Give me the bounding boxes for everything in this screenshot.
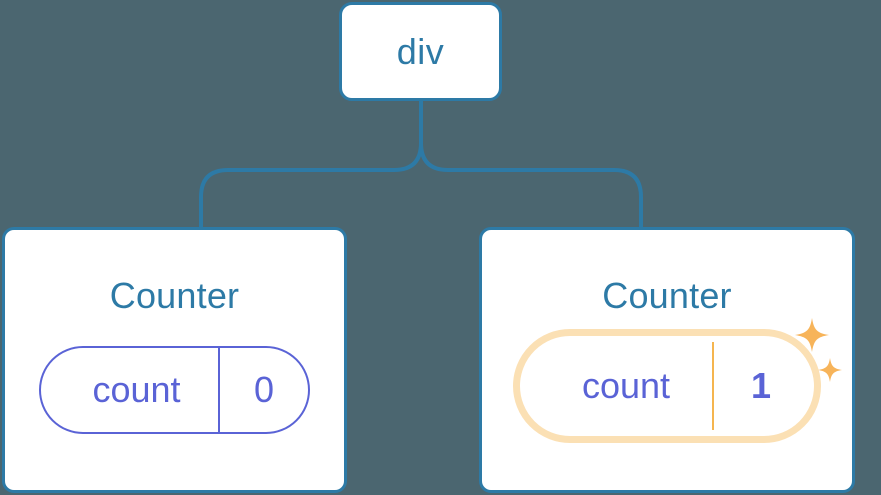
state-pill[interactable]: count 0 [39, 346, 310, 434]
state-key-label: count [581, 365, 671, 406]
tree-node-root[interactable]: div [339, 2, 502, 101]
counter-title: Counter [109, 275, 240, 316]
state-pill[interactable]: count 1 [526, 342, 808, 430]
highlight-glow-outer-ring [513, 329, 821, 443]
tree-node-counter-left[interactable]: Counter count 0 [2, 227, 347, 493]
sparkle-small-icon [818, 358, 842, 382]
state-pill-wrapper-highlighted: count 1 [513, 318, 842, 443]
tree-node-counter-right[interactable]: Counter count 1 [479, 227, 855, 493]
state-key-label: count [92, 369, 181, 410]
state-pill-wrapper: count 0 [39, 346, 310, 434]
root-node-label: div [396, 30, 445, 72]
counter-title: Counter [602, 275, 732, 316]
state-value-label: 0 [218, 348, 308, 432]
state-value-label: 1 [712, 342, 808, 430]
